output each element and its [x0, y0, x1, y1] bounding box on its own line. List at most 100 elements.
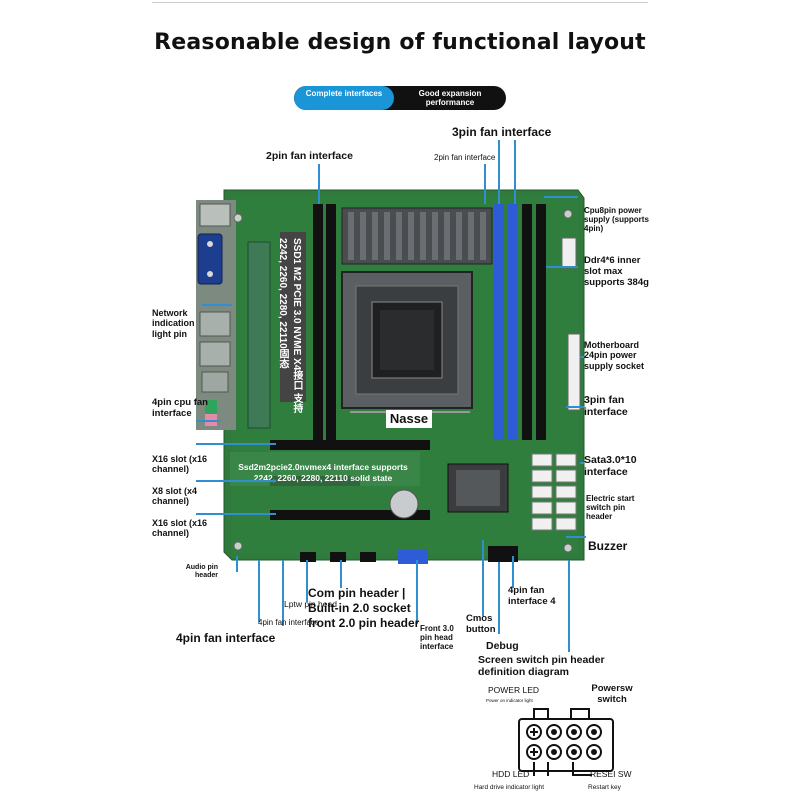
leader-cmos [482, 540, 484, 616]
label-com: Com pin header | Built-in 2.0 socket fro… [308, 586, 420, 630]
label-cmos: Cmos button [466, 613, 496, 635]
sata-4 [555, 469, 577, 483]
usb-port [201, 371, 229, 393]
cmos-battery [389, 489, 419, 519]
dimm-right-1 [494, 204, 504, 440]
label-cpu-fan: 4pin cpu fan interface [152, 397, 208, 419]
leader-buzzer [566, 536, 586, 538]
leader-fan4-small [258, 560, 260, 622]
dimm-left-2 [326, 204, 336, 440]
dimm-left-1 [313, 204, 323, 440]
top-rule [152, 2, 648, 3]
page-title: Reasonable design of functional layout [154, 30, 646, 55]
pin-bottom-4 [586, 744, 602, 760]
vga-port [197, 233, 223, 285]
leader-cpu-fan [196, 420, 220, 422]
leader-x16-bottom [196, 513, 276, 515]
ssd1-vertical-label: SSD1 M2 PCIE 3.0 NVME X4接口 支持2242, 2260,… [277, 238, 302, 414]
tab-bar: Complete interfaces Good expansion perfo… [294, 86, 506, 110]
pin-top-2 [546, 724, 562, 740]
leader-debug [498, 562, 500, 634]
lan-port-2 [199, 341, 231, 367]
leader-ddr4 [546, 266, 578, 268]
leader-24pin [580, 356, 584, 358]
reset-bracket-l [572, 762, 574, 776]
heatsink-left [280, 232, 306, 402]
sata-8 [555, 501, 577, 515]
sata-2 [555, 453, 577, 467]
label-24pin: Motherboard 24pin power supply socket [584, 340, 645, 371]
sata-1 [531, 453, 553, 467]
label-debug: Debug [486, 640, 519, 652]
leader-fan3-top-a [498, 140, 500, 204]
leader-sata [580, 462, 584, 464]
label-fan4-small: 4pin fan interface [258, 618, 320, 627]
debug-display [488, 546, 518, 562]
label-x16-top: X16 slot (x16 channel) [152, 454, 208, 475]
label-network: Network indication light pin [152, 308, 195, 339]
lan-port-1 [199, 311, 231, 337]
dimm-right-4 [536, 204, 546, 440]
leader-fan4-4 [512, 556, 514, 588]
powersw-bracket-l [570, 708, 572, 720]
label-power-led: POWER LED [488, 685, 540, 695]
leader-x8 [196, 480, 276, 482]
tab-good-expansion[interactable]: Good expansion performance [418, 89, 482, 107]
ssd-note: Ssd2m2pcie2.0nvmex4 interface supports 2… [238, 462, 408, 483]
powersw-bracket-r [588, 708, 590, 720]
leader-cpu8 [544, 196, 578, 198]
leader-x16-top [196, 443, 276, 445]
pin-plus-top [526, 724, 542, 740]
leader-lpt [306, 560, 308, 602]
leader-com [340, 560, 342, 588]
label-fan2-small: 2pin fan interface [434, 153, 496, 162]
label-cpu8: Cpu8pin power supply (supports 4pin) [584, 206, 649, 234]
tab-complete-interfaces[interactable]: Complete interfaces [294, 86, 394, 110]
label-powersw: Powersw switch [591, 683, 633, 705]
pin-top-4 [586, 724, 602, 740]
cpu-8pin [561, 237, 577, 269]
label-front3: Front 3.0 pin head interface [420, 624, 454, 652]
leader-fan2-left [318, 164, 320, 204]
reset-bracket [572, 774, 592, 776]
label-resei: RESEI SW [590, 769, 632, 779]
front-usb3-header [398, 550, 428, 564]
power-led-bracket-r [547, 708, 549, 720]
pin-top-3 [566, 724, 582, 740]
power-led-bracket [533, 708, 549, 710]
label-fan4-4: 4pin fan interface 4 [508, 585, 556, 607]
leader-fan3-top-b [514, 140, 516, 204]
label-restart: Restart key [588, 784, 621, 791]
label-lpt: Lptw pin head [284, 599, 337, 609]
leader-switch-header [568, 560, 570, 652]
sata-10 [555, 517, 577, 531]
powersw-bracket [570, 708, 590, 710]
label-nasse: Nasse [386, 410, 432, 428]
label-x16-bottom: X16 slot (x16 channel) [152, 518, 208, 539]
sata-6 [555, 485, 577, 499]
leader-network [202, 304, 232, 306]
label-fan3-right: 3pin fan interface [584, 394, 628, 419]
label-x8: X8 slot (x4 channel) [152, 486, 198, 507]
sata-7 [531, 501, 553, 515]
power-led-bracket-l [533, 708, 535, 720]
sata-3 [531, 469, 553, 483]
pin-bottom-2 [546, 744, 562, 760]
atx-24pin [567, 333, 581, 411]
label-estart: Electric start switch pin header [586, 494, 635, 522]
sata-9 [531, 517, 553, 531]
leader-front3 [416, 560, 418, 624]
label-fan2-left: 2pin fan interface [266, 150, 353, 162]
label-switch-title: Screen switch pin header definition diag… [478, 654, 605, 679]
dimm-right-2 [508, 204, 518, 440]
leader-fan3-right [566, 406, 584, 408]
hdd-bracket-l [533, 762, 535, 776]
vrm-heatsink [341, 207, 493, 265]
label-ddr4: Ddr4*6 inner slot max supports 384g [584, 255, 649, 288]
label-buzzer: Buzzer [588, 539, 628, 553]
leader-fan2-small [484, 164, 486, 204]
sata-5 [531, 485, 553, 499]
dimm-right-3 [522, 204, 532, 440]
leader-audio [236, 556, 238, 572]
